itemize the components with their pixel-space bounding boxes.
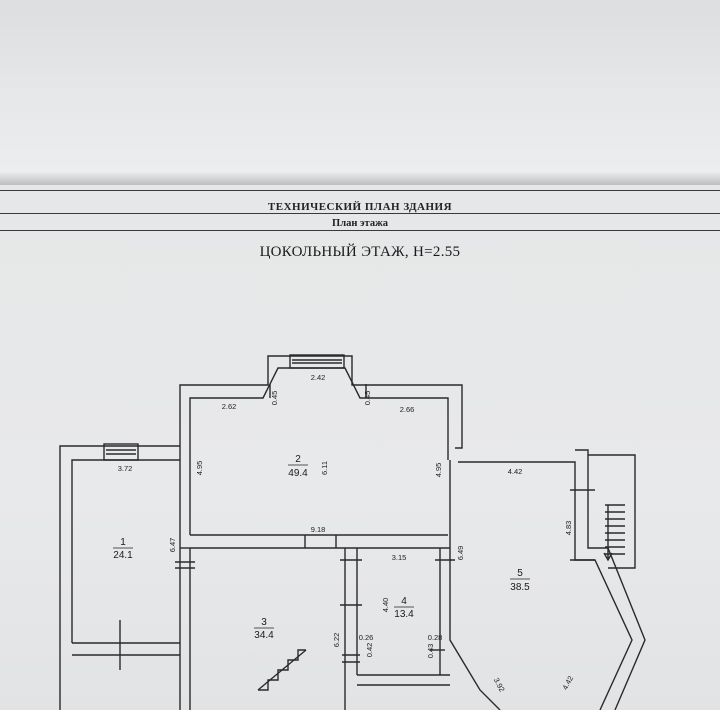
room-2-area: 49.4	[288, 468, 308, 479]
dim-6-49: 6.49	[456, 546, 465, 561]
document-subtitle: План этажа	[332, 218, 388, 229]
room-5-outer-wall	[575, 449, 646, 710]
dim-0-42: 0.42	[365, 643, 374, 658]
room-2-inner-wall	[189, 367, 449, 535]
dim-4-40: 4.40	[381, 598, 390, 613]
dim-4-42-north: 4.42	[508, 467, 523, 476]
room-3-number: 3	[261, 617, 267, 628]
dim-0-43: 0.43	[426, 644, 435, 659]
dim-0-26: 0.26	[359, 633, 374, 642]
dim-2-62: 2.62	[222, 402, 237, 411]
room-4-area: 13.4	[394, 609, 414, 620]
dim-4-83: 4.83	[564, 521, 573, 536]
dim-0-28: 0.28	[428, 633, 443, 642]
room-5-number: 5	[517, 568, 523, 579]
room-1-outer-wall	[59, 445, 180, 710]
dim-3-72: 3.72	[118, 464, 133, 473]
room-5-inner-wall	[458, 461, 633, 710]
dim-4-95-east: 4.95	[434, 463, 443, 478]
previous-page-edge	[0, 0, 720, 186]
room-1-area: 24.1	[113, 550, 133, 561]
dim-4-95-west: 4.95	[195, 461, 204, 476]
dim-6-22: 6.22	[332, 633, 341, 648]
room-3-area: 34.4	[254, 630, 274, 641]
dim-4-42-south: 4.42	[560, 674, 575, 691]
dim-2-42: 2.42	[311, 373, 326, 382]
bay-window	[289, 354, 345, 369]
room-1-inner-wall	[71, 459, 180, 643]
north-outer-wall	[179, 355, 463, 710]
dim-9-18: 9.18	[311, 525, 326, 534]
dim-6-47: 6.47	[168, 538, 177, 553]
dim-0-45-east: 0.45	[363, 391, 372, 406]
header-rule-bottom	[0, 230, 720, 231]
dim-0-45-west: 0.45	[270, 391, 279, 406]
room-1-window	[103, 443, 139, 461]
room-5-west-wall	[449, 460, 501, 710]
room-5-area: 38.5	[510, 582, 530, 593]
document-title: ТЕХНИЧЕСКИЙ ПЛАН ЗДАНИЯ	[267, 201, 453, 213]
dim-2-66: 2.66	[400, 405, 415, 414]
dim-3-92: 3.92	[492, 676, 507, 693]
header-rule-top	[0, 190, 720, 191]
dim-3-15: 3.15	[392, 553, 407, 562]
room-1-number: 1	[120, 537, 126, 548]
header-rule-middle	[0, 213, 720, 214]
entry-stair	[588, 454, 636, 569]
dim-6-11: 6.11	[320, 461, 329, 475]
room-2-number: 2	[295, 454, 301, 465]
floor-title: ЦОКОЛЬНЫЙ ЭТАЖ, Н=2.55	[259, 244, 461, 260]
room-4-number: 4	[401, 596, 407, 607]
